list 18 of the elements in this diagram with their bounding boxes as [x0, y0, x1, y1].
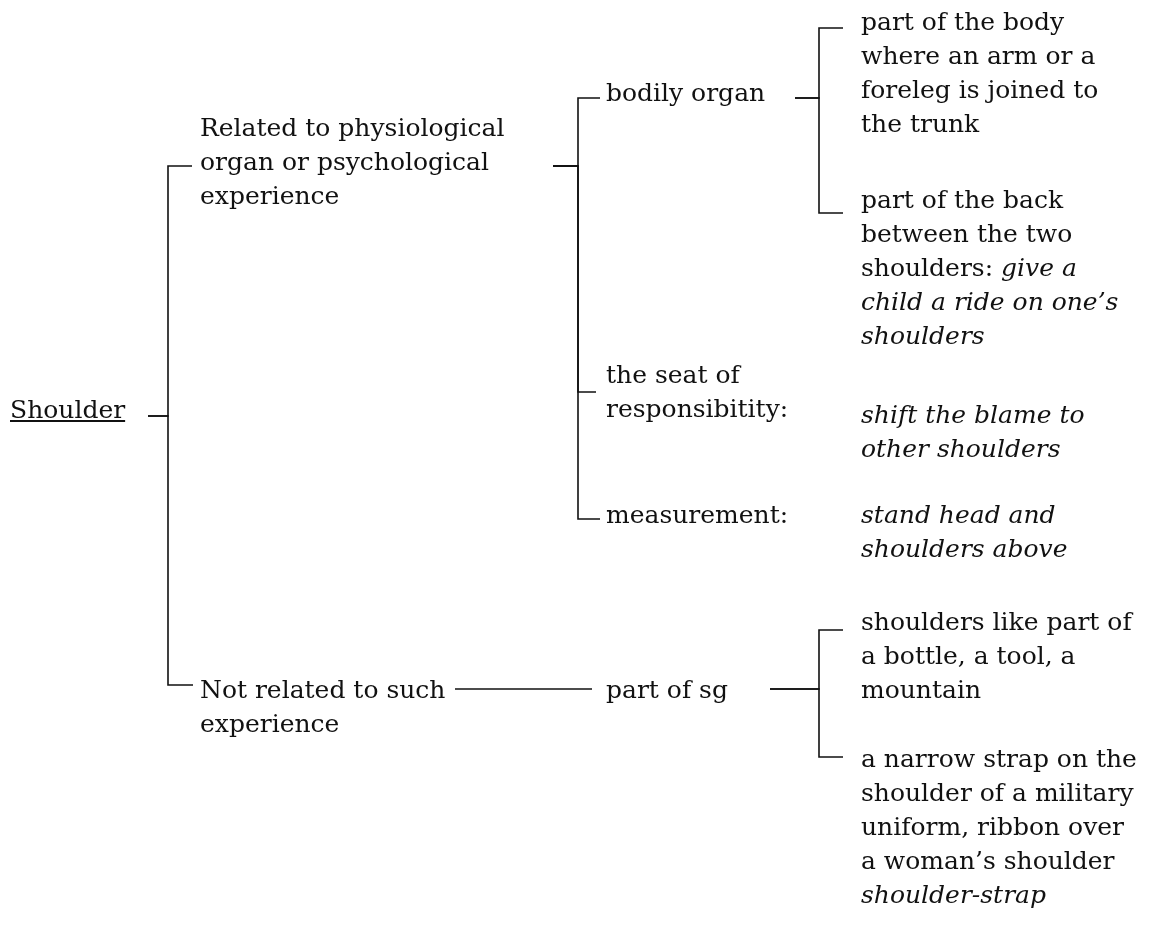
sense-label: Related to physiological organ or psychological experience [200, 112, 506, 212]
headword: Shoulder [10, 394, 126, 426]
sense-label: part of the back between the two shoulders: give a child a ride on one’s shoulders [861, 184, 1120, 352]
bracket-line [794, 97, 844, 214]
sense-label: the seat of responsibitity: [606, 359, 790, 425]
example-text: stand head and shoulders above [861, 499, 1069, 565]
bracket-line [552, 165, 601, 520]
sense-label: Not related to such experience [200, 674, 447, 740]
sense-label: a narrow strap on the shoulder of a military uniform, ribbon over a woman’s shoulder shoulder-strap [861, 743, 1138, 911]
sense-label: measurement: [606, 499, 790, 531]
sense-label: bodily organ [606, 77, 767, 109]
bracket-line [147, 415, 194, 686]
bracket-line [769, 688, 844, 758]
sense-label: part of sg [606, 674, 729, 706]
example-text: shift the blame to other shoulders [861, 399, 1086, 465]
sense-label: part of the body where an arm or a foreleg is joined to the trunk [861, 6, 1100, 140]
bracket-line [454, 688, 593, 690]
sense-label: shoulders like part of a bottle, a tool, a mountain [861, 606, 1135, 706]
